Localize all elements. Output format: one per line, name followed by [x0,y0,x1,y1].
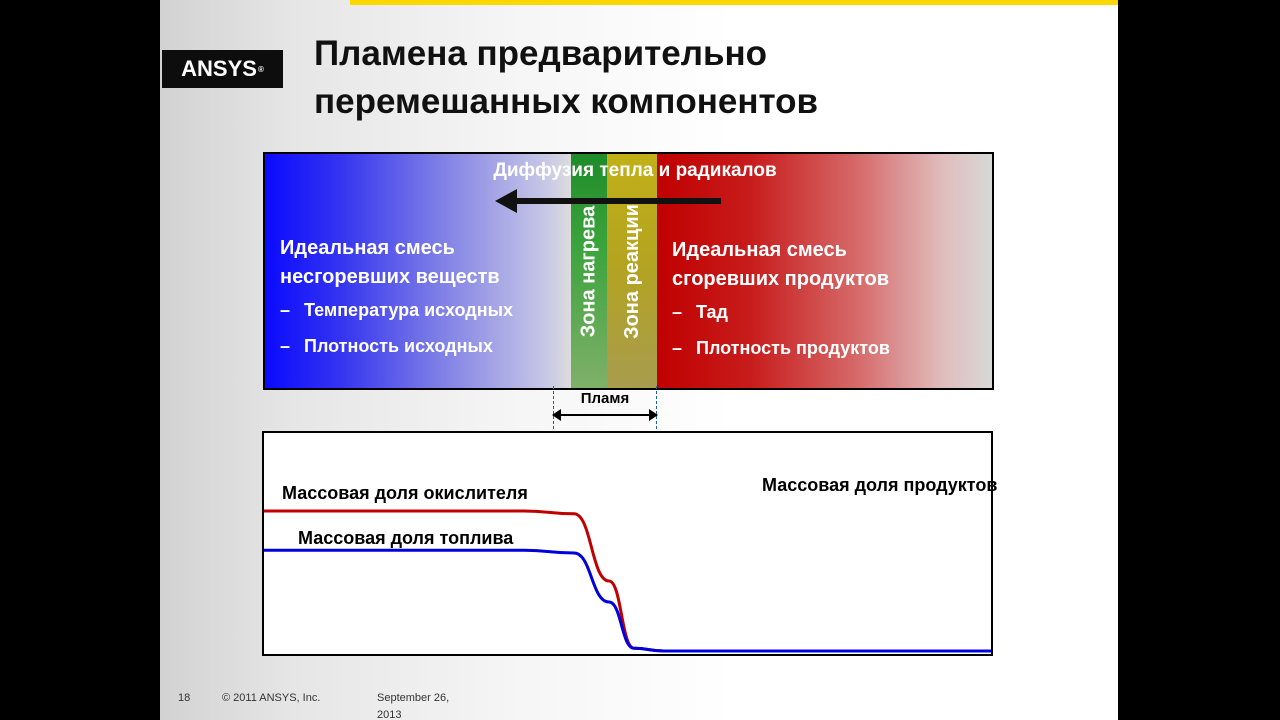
diffusion-arrow-line [513,198,721,204]
logo-text: ANSYS [181,56,257,81]
flame-structure-diagram: Зона нагрева Зона реакции Диффузия тепла… [263,152,994,390]
flame-width-arrow [552,409,658,421]
bullet-text: Температура исходных [304,300,513,320]
copyright: © 2011 ANSYS, Inc. [222,692,321,704]
date: September 26, 2013 [377,690,449,720]
unburned-bullet-1: –Температура исходных [280,292,513,328]
burned-text: Идеальная смесь сгоревших продуктов –Тад… [672,236,890,366]
diffusion-label: Диффузия тепла и радикалов [493,160,777,181]
unburned-text: Идеальная смесь несгоревших веществ –Тем… [280,234,513,364]
burned-region [657,154,992,388]
chart-plot-area [264,509,991,653]
title-line-2: перемешанных компонентов [314,82,819,121]
slide: ANSYS® Пламена предварительно перемешанн… [160,0,1118,720]
unburned-heading-1: Идеальная смесь [280,237,455,259]
flame-label: Пламя [580,390,630,407]
bullet-dash: – [672,338,683,358]
mass-fraction-chart: Массовая доля окислителя Массовая доля т… [262,431,997,656]
date-line-1: September 26, [377,692,450,704]
bullet-text: Тад [696,302,728,322]
products-label: Массовая доля продуктов [762,475,998,495]
unburned-bullet-2: –Плотность исходных [280,328,513,364]
bullet-text: Плотность исходных [304,336,493,356]
burned-heading-1: Идеальная смесь [672,239,847,261]
reaction-zone-label: Зона реакции [620,203,643,339]
slide-title: Пламена предварительно перемешанных комп… [314,30,1014,126]
date-line-2: 2013 [377,709,402,720]
bullet-dash: – [280,336,291,356]
reaction-zone [607,154,657,388]
burned-bullet-2: –Плотность продуктов [672,330,890,366]
logo-registered-mark: ® [257,64,264,74]
preheat-zone-label: Зона нагрева [577,205,600,337]
page-number: 18 [178,692,191,704]
bullet-dash: – [672,302,683,322]
fuel-label: Массовая доля топлива [298,528,514,548]
unburned-region [265,154,571,388]
bullet-dash: – [280,300,291,320]
bullet-text: Плотность продуктов [696,338,890,358]
burned-heading-2: сгоревших продуктов [672,268,890,290]
reaction-zone-label-wrap: Зона реакции [607,154,657,388]
ansys-logo: ANSYS® [162,50,283,88]
unburned-heading-2: несгоревших веществ [280,266,500,288]
series-line-1 [264,548,991,653]
diffusion-arrow-head [495,189,517,213]
title-line-1: Пламена предварительно [314,34,768,73]
preheat-zone [571,154,607,388]
burned-bullet-1: –Тад [672,294,890,330]
top-accent-bar [350,0,1118,5]
oxidizer-label: Массовая доля окислителя [282,483,528,503]
preheat-zone-label-wrap: Зона нагрева [571,154,607,388]
